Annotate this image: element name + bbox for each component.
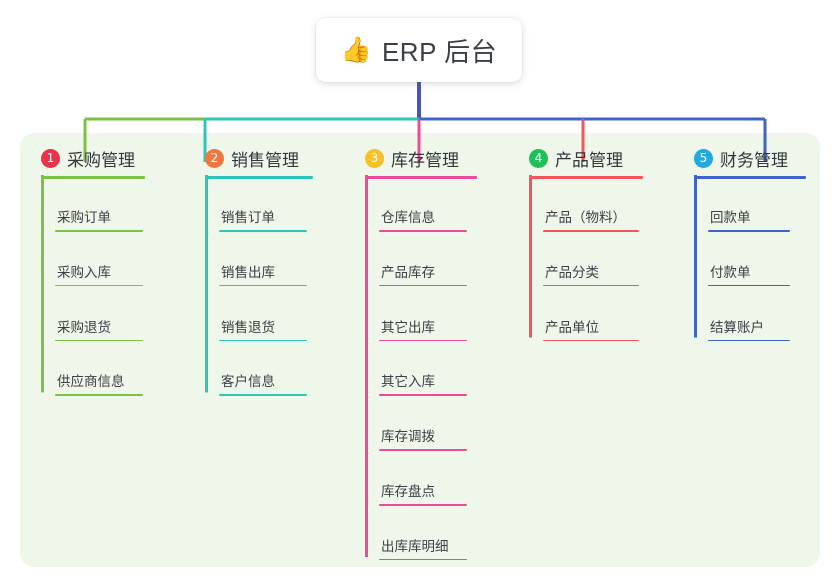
leaf-node[interactable]: 采购退货: [55, 316, 143, 342]
leaf-node[interactable]: 产品分类: [543, 261, 639, 287]
branch-header-underline: [205, 176, 313, 179]
leaf-node[interactable]: 仓库信息: [379, 206, 467, 232]
branch-header-underline: [694, 176, 806, 179]
branch-title: 财务管理: [720, 150, 788, 170]
branch-number-badge: 4: [529, 148, 548, 168]
leaf-underline: [219, 284, 307, 287]
branch-column-1: 1 采购管理采购订单采购入库采购退货供应商信息: [41, 145, 145, 396]
leaf-underline: [219, 230, 307, 232]
leaf-node[interactable]: 产品库存: [379, 261, 467, 287]
leaf-node[interactable]: 产品（物料）: [543, 206, 639, 232]
branch-header-2[interactable]: 2 销售管理: [205, 145, 313, 171]
leaf-node[interactable]: 其它出库: [379, 316, 467, 342]
branch-header-5[interactable]: 5 财务管理: [694, 145, 806, 171]
leaf-underline: [543, 339, 639, 342]
branches-panel: [20, 133, 820, 567]
leaf-underline: [55, 284, 143, 287]
leaf-node[interactable]: 销售退货: [219, 316, 307, 342]
leaf-underline: [219, 394, 307, 396]
branch-title: 产品管理: [555, 150, 623, 170]
branch-header-1[interactable]: 1 采购管理: [41, 145, 145, 171]
leaf-underline: [708, 284, 790, 287]
leaf-node[interactable]: 出库库明细: [379, 535, 467, 561]
leaf-node[interactable]: 采购订单: [55, 206, 143, 232]
branch-title: 采购管理: [67, 150, 135, 170]
branch-number-badge: 3: [365, 148, 384, 168]
leaf-node[interactable]: 结算账户: [708, 316, 790, 342]
thumbs-up-icon: 👍: [340, 35, 372, 64]
leaf-underline: [708, 230, 790, 232]
leaf-label: 其它出库: [381, 319, 435, 335]
leaf-underline: [379, 394, 467, 396]
leaf-node[interactable]: 库存盘点: [379, 480, 467, 506]
leaf-node[interactable]: 回款单: [708, 206, 790, 232]
branch-header-underline: [529, 176, 643, 179]
leaf-label: 采购订单: [57, 210, 111, 225]
leaf-label: 其它入库: [381, 374, 435, 390]
branch-header-underline: [365, 176, 477, 179]
leaf-node[interactable]: 付款单: [708, 261, 790, 287]
leaf-underline: [379, 230, 467, 232]
leaf-underline: [543, 230, 639, 232]
leaf-underline: [379, 339, 467, 342]
leaf-underline: [379, 504, 467, 506]
leaf-underline: [379, 284, 467, 287]
leaf-label: 库存调拨: [381, 429, 435, 445]
leaf-node[interactable]: 客户信息: [219, 370, 307, 396]
leaf-label: 产品分类: [545, 264, 599, 280]
leaf-underline: [55, 230, 143, 232]
leaf-node[interactable]: 供应商信息: [55, 370, 143, 396]
leaf-underline: [55, 394, 143, 396]
leaf-label: 产品库存: [381, 264, 435, 280]
leaf-label: 仓库信息: [381, 210, 435, 225]
leaf-node[interactable]: 其它入库: [379, 370, 467, 396]
root-title: ERP 后台: [381, 36, 498, 67]
root-node[interactable]: 👍 ERP 后台: [316, 18, 522, 82]
leaf-underline: [55, 339, 143, 342]
leaf-label: 付款单: [710, 264, 751, 280]
branch-header-3[interactable]: 3 库存管理: [365, 145, 477, 171]
leaf-label: 采购退货: [57, 319, 111, 335]
leaf-underline: [543, 284, 639, 287]
leaf-label: 采购入库: [57, 264, 111, 280]
leaf-label: 出库库明细: [381, 538, 449, 554]
leaf-label: 结算账户: [710, 319, 764, 335]
branch-header-underline: [41, 176, 145, 179]
leaf-label: 产品单位: [545, 319, 599, 335]
leaf-label: 产品（物料）: [545, 210, 626, 225]
branch-number-badge: 1: [41, 148, 60, 168]
branch-number-badge: 5: [694, 148, 713, 168]
leaf-node[interactable]: 产品单位: [543, 316, 639, 342]
leaf-label: 销售出库: [221, 264, 275, 280]
branch-title: 库存管理: [391, 150, 459, 170]
leaf-node[interactable]: 销售出库: [219, 261, 307, 287]
branch-title: 销售管理: [231, 150, 299, 170]
leaf-node[interactable]: 库存调拨: [379, 425, 467, 451]
leaf-underline: [219, 339, 307, 342]
branch-number-badge: 2: [205, 148, 224, 168]
leaf-underline: [708, 339, 790, 342]
leaf-label: 客户信息: [221, 374, 275, 390]
branch-column-2: 2 销售管理销售订单销售出库销售退货客户信息: [205, 145, 313, 396]
leaf-node[interactable]: 销售订单: [219, 206, 307, 232]
leaf-label: 库存盘点: [381, 484, 435, 499]
leaf-label: 销售退货: [221, 319, 275, 335]
leaf-underline: [379, 558, 467, 561]
leaf-label: 销售订单: [221, 210, 275, 225]
branch-column-3: 3 库存管理仓库信息产品库存其它出库其它入库库存调拨库存盘点出库库明细: [365, 145, 477, 561]
branch-column-4: 4 产品管理产品（物料） 产品分类产品单位: [529, 145, 643, 342]
branch-column-5: 5 财务管理回款单付款单结算账户: [694, 145, 806, 342]
leaf-label: 供应商信息: [57, 374, 125, 390]
branch-header-4[interactable]: 4 产品管理: [529, 145, 643, 171]
leaf-node[interactable]: 采购入库: [55, 261, 143, 287]
leaf-underline: [379, 449, 467, 451]
leaf-label: 回款单: [710, 210, 751, 225]
